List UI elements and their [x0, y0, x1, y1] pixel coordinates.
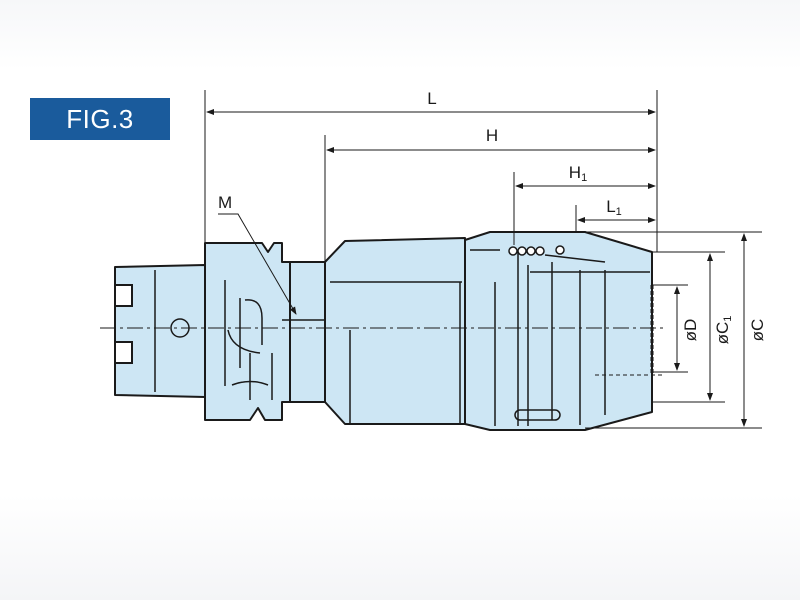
- extension-lines: [204, 90, 762, 429]
- bearing-balls: [508, 245, 565, 256]
- top-background-band: [0, 0, 800, 70]
- figure-label: FIG.3: [66, 103, 134, 134]
- dim-label-H1: H1: [569, 163, 587, 184]
- neck: [289, 261, 326, 403]
- dim-label-C1: øC1: [713, 316, 734, 345]
- dim-label-D: øD: [681, 319, 700, 342]
- dim-label-L: L: [427, 89, 436, 108]
- figure-label-badge: FIG.3: [30, 98, 170, 140]
- dim-label-M: M: [218, 193, 232, 212]
- tool-holder-body: [114, 231, 653, 431]
- flange: [204, 242, 291, 421]
- bottom-background-band: [0, 495, 800, 600]
- leader-M: [218, 213, 297, 315]
- dim-label-C: øC: [748, 319, 767, 342]
- dim-label-L1: L1: [606, 197, 622, 218]
- dimension-lines: [206, 109, 747, 427]
- internal-detail: [154, 249, 650, 426]
- dim-label-H: H: [486, 126, 498, 145]
- main-body: [324, 237, 466, 425]
- clamp-nut: [464, 231, 653, 431]
- drive-slots: [114, 284, 133, 364]
